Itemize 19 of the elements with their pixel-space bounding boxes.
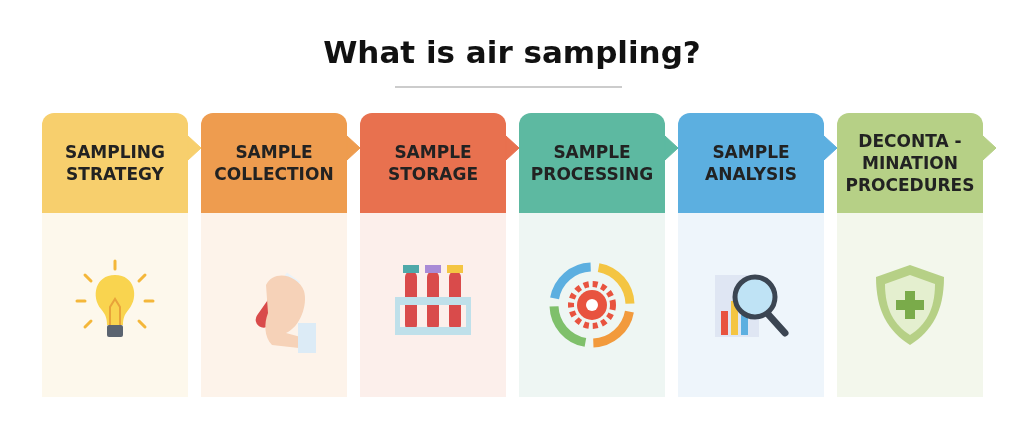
step-tab (42, 113, 188, 213)
step-tab (837, 113, 983, 213)
step-label: SAMPLING STRATEGY (63, 140, 167, 186)
step-label: SAMPLE PROCESSING (529, 140, 655, 186)
chevron-arrow (346, 135, 361, 161)
chevron-arrow (664, 135, 679, 161)
step-tab (678, 113, 824, 213)
step-label: DECONTA -MINATION PROCEDURES (844, 129, 976, 197)
chevron-arrow (505, 135, 520, 161)
step-label: SAMPLE COLLECTION (213, 140, 335, 186)
step-tab (519, 113, 665, 213)
title: What is air sampling? (322, 34, 702, 70)
step-label: SAMPLE STORAGE (386, 140, 480, 186)
chevron-arrow (823, 135, 838, 161)
step-label: SAMPLE ANALYSIS (704, 140, 798, 186)
step-tab (201, 113, 347, 213)
chevron-arrow (982, 135, 997, 161)
step-tab (360, 113, 506, 213)
chevron-arrow (187, 135, 202, 161)
